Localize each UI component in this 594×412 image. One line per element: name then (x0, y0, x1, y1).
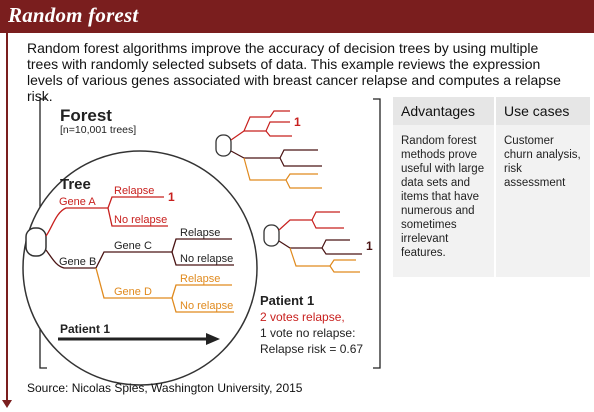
label-gene-b: Gene B (59, 256, 96, 268)
label-gene-c: Gene C (114, 240, 152, 252)
label-a-no-relapse: No relapse (114, 214, 167, 226)
result-risk: Relapse risk = 0.67 (260, 342, 363, 356)
result-title: Patient 1 (260, 293, 314, 308)
use-cases-header: Use cases (496, 97, 590, 125)
label-c-relapse: Relapse (180, 227, 220, 239)
header-bar: Random forest (0, 0, 594, 33)
tree-circle (22, 150, 258, 386)
branch-gene-d (95, 267, 172, 299)
label-gene-a: Gene A (59, 196, 96, 208)
intro-text: Random forest algorithms improve the acc… (27, 40, 561, 104)
forest-title: Forest (60, 106, 112, 125)
result-votes-relapse: 2 votes relapse, (260, 310, 345, 324)
use-cases-text: Customer churn analysis, risk assessment (496, 125, 590, 277)
branch-a-relapse (107, 196, 164, 209)
page-title: Random forest (8, 3, 139, 27)
small-tree-1-root (215, 134, 232, 157)
label-c-no-relapse: No relapse (180, 253, 233, 265)
vote-count-tree-1: 1 (294, 115, 301, 129)
source-credit: Source: Nicolas Spies, Washington Univer… (27, 381, 303, 395)
label-a-relapse: Relapse (114, 185, 154, 197)
label-d-relapse: Relapse (180, 273, 220, 285)
arrow-right-icon (206, 333, 220, 345)
arrow-down-icon (2, 400, 12, 408)
patient-arrow-label: Patient 1 (60, 322, 110, 336)
forest-bracket-right (373, 98, 381, 369)
label-gene-d: Gene D (114, 286, 152, 298)
branch-a-no-relapse (107, 207, 168, 227)
branch-d-no-relapse (171, 297, 234, 313)
vote-count-tree-2: 1 (366, 239, 373, 253)
forest-subtitle: [n=10,001 trees] (60, 124, 136, 136)
left-rule (6, 33, 8, 401)
vote-count-tree: 1 (168, 190, 175, 204)
branch-d-relapse (171, 284, 232, 299)
branch-c-no-relapse (171, 251, 234, 266)
branch-c-relapse (171, 238, 232, 253)
branch-gene-c (95, 251, 172, 269)
tree-title: Tree (60, 176, 91, 193)
advantages-header: Advantages (393, 97, 494, 125)
advantages-text: Random forest methods prove useful with … (393, 125, 494, 277)
branch-gene-a (45, 207, 108, 237)
label-d-no-relapse: No relapse (180, 300, 233, 312)
tree-root-node (25, 227, 47, 257)
branch-gene-b (45, 249, 96, 269)
result-vote-no: 1 vote no relapse: (260, 326, 355, 340)
small-tree-2-root (263, 224, 280, 247)
